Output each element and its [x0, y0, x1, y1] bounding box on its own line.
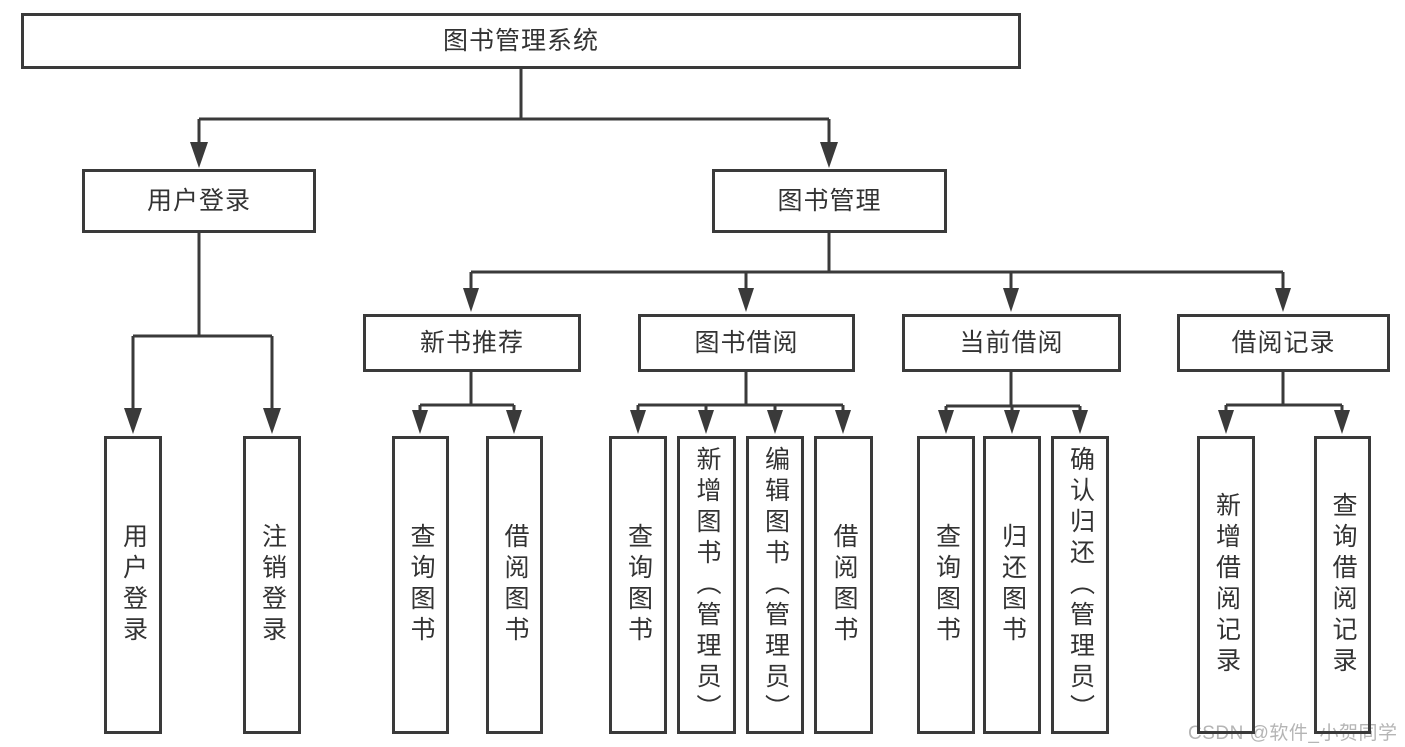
leaf-query-borrow-record: 查询借阅记录: [1314, 436, 1371, 734]
arrowhead: [767, 410, 783, 434]
node-borrowing-records: 借阅记录: [1177, 314, 1390, 372]
node-book-management: 图书管理: [712, 169, 947, 233]
node-library-system: 图书管理系统: [21, 13, 1021, 69]
leaf-confirm-return-admin: 确认归还（管理员）: [1051, 436, 1109, 734]
node-user-login: 用户登录: [82, 169, 316, 233]
arrowhead: [506, 410, 522, 434]
connector-root: [197, 69, 831, 144]
arrowhead: [1003, 288, 1019, 312]
leaf-logout: 注销登录: [243, 436, 301, 734]
connector-book-borrow: [636, 372, 845, 412]
connector-book-mgmt: [469, 233, 1285, 290]
leaf-edit-books-admin: 编辑图书（管理员）: [746, 436, 804, 734]
connector-borrow-records: [1224, 372, 1344, 412]
connector-user-login: [131, 233, 274, 410]
arrowhead: [1072, 410, 1088, 434]
leaf-borrow-books: 借阅图书: [814, 436, 873, 734]
arrowhead: [630, 410, 646, 434]
arrowhead: [1334, 410, 1350, 434]
arrowhead: [190, 142, 208, 168]
connector-new-books: [418, 372, 516, 412]
arrowhead: [1275, 288, 1291, 312]
leaf-query-books: 查询图书: [917, 436, 975, 734]
csdn-watermark: CSDN @软件_小贺同学: [1188, 723, 1398, 744]
connector-current-borrow: [944, 372, 1082, 412]
leaf-query-books: 查询图书: [392, 436, 449, 734]
leaf-return-books: 归还图书: [983, 436, 1041, 734]
arrowhead: [124, 408, 142, 434]
node-new-book-recommendation: 新书推荐: [363, 314, 581, 372]
arrowhead: [698, 410, 714, 434]
node-current-borrowing: 当前借阅: [902, 314, 1121, 372]
node-book-borrowing: 图书借阅: [638, 314, 855, 372]
arrowhead: [412, 410, 428, 434]
leaf-add-borrow-record: 新增借阅记录: [1197, 436, 1255, 734]
leaf-query-books: 查询图书: [609, 436, 667, 734]
arrowhead: [938, 410, 954, 434]
arrowhead: [263, 408, 281, 434]
arrowhead: [738, 288, 754, 312]
arrowhead: [820, 142, 838, 168]
arrowhead: [1004, 410, 1020, 434]
leaf-borrow-books: 借阅图书: [486, 436, 543, 734]
leaf-user-login: 用户登录: [104, 436, 162, 734]
arrowhead: [1218, 410, 1234, 434]
arrowhead: [835, 410, 851, 434]
leaf-add-books-admin: 新增图书（管理员）: [677, 436, 736, 734]
arrowhead: [463, 288, 479, 312]
